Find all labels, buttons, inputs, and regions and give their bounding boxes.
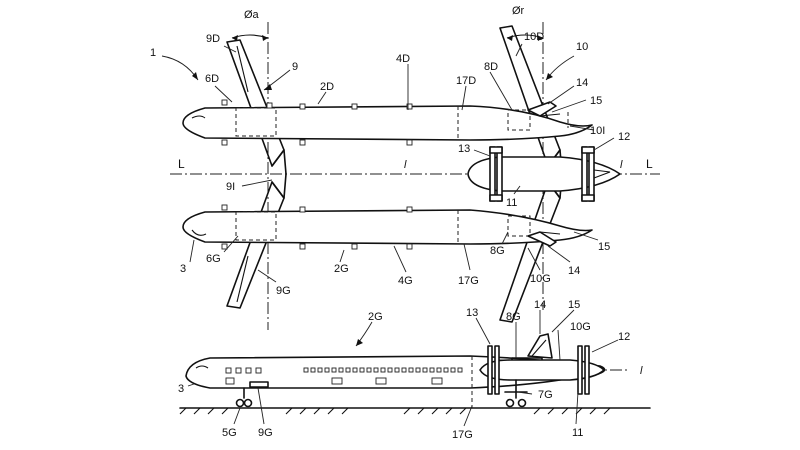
label-9G-side: 9G [258,427,273,439]
label-6G: 6G [206,253,221,265]
label-9D: 9D [206,33,220,45]
label-9: 9 [292,61,298,73]
label-15-top: 15 [590,95,602,107]
label-7G: 7G [538,389,553,401]
label-12-top: 12 [618,131,630,143]
fuselage-2D [182,99,593,146]
label-17G-side: 17G [452,429,473,441]
label-10: 10 [576,41,588,53]
label-14-top: 14 [576,77,588,89]
label-9I: 9I [226,181,235,193]
label-14-side: 14 [534,299,546,311]
leader-lines [161,43,619,427]
label-1: 1 [150,47,156,59]
label-13-side: 13 [466,307,478,319]
label-3-top: 3 [180,263,186,275]
label-3-side: 3 [178,383,184,395]
label-8D: 8D [484,61,498,73]
label-11-top: 11 [506,197,517,209]
central-nacelle-11 [467,146,621,202]
label-15-side: 15 [568,299,580,311]
side-view-aircraft [179,333,651,415]
label-10G-top: 10G [530,273,551,285]
label-14-bottom: 14 [568,265,580,277]
label-10G-side: 10G [570,321,591,333]
label-6D: 6D [205,73,219,85]
label-8G-side: 8G [506,311,521,323]
label-4G: 4G [398,275,413,287]
side-windows [225,367,463,374]
fuselage-2G [182,204,593,250]
label-17D: 17D [456,75,476,87]
label-phi-r: Ør [512,5,525,17]
label-9G-top: 9G [276,285,291,297]
label-17G-top: 17G [458,275,479,287]
label-10I: 10I [590,125,605,137]
label-10D: 10D [524,31,544,43]
label-2D: 2D [320,81,334,93]
label-phi-a: Øa [244,9,260,21]
label-l-axis-2: l [620,159,623,171]
label-l-axis-side: l [640,365,643,377]
sweep-angle-reference-a [231,22,269,330]
front-wing-9 [226,39,287,309]
label-8G-top: 8G [490,245,505,257]
label-L-left: L [178,157,185,171]
label-2G-side: 2G [368,311,383,323]
tail-fins-top-view [527,101,561,247]
label-2G-top: 2G [334,263,349,275]
label-11-side: 11 [572,427,583,439]
label-l-axis-1: l [404,159,407,171]
label-15-bottom: 15 [598,241,610,253]
label-5G: 5G [222,427,237,439]
label-4D: 4D [396,53,410,65]
label-13-top: 13 [458,143,470,155]
label-12-side: 12 [618,331,630,343]
reference-labels: 1 9D 6D Øa 9 2D 4D 17D 8D Ør 10D 10 14 1… [150,5,653,441]
label-L-right: L [646,157,653,171]
